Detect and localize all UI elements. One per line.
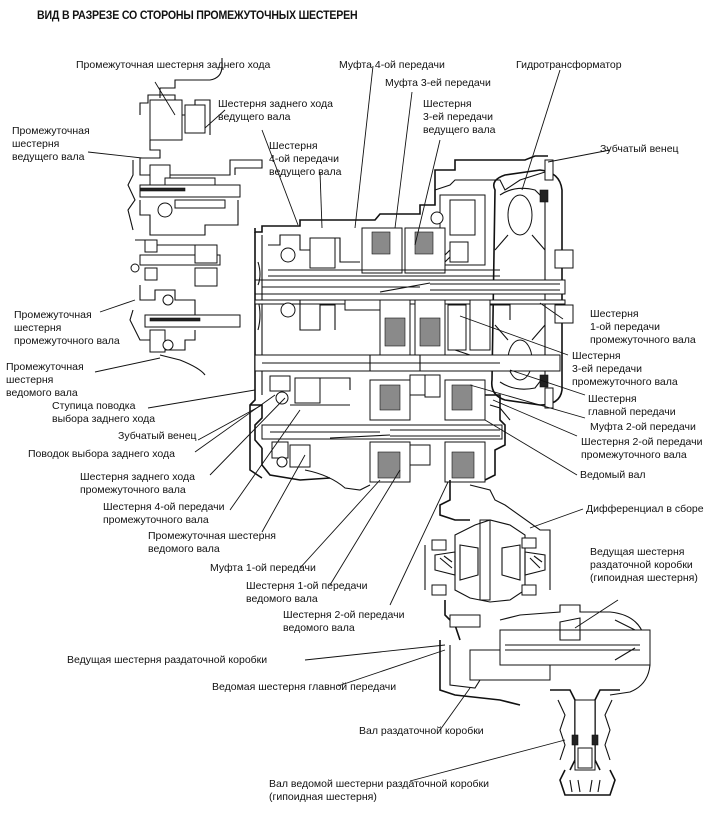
label-transfer-driven-gear-shaft: Вал ведомой шестерни раздаточной коробки… (269, 778, 490, 803)
label-secondary-idler-gear-2: Промежуточная шестерня ведомого вала (148, 530, 276, 555)
label-reverse-selector-hub: Ступица поводка выбора заднего хода (52, 400, 156, 425)
label-secondary-shaft: Ведомый вал (580, 469, 646, 481)
label-clutch-3rd: Муфта 3-ей передачи (385, 77, 491, 89)
label-secondary-2nd-gear: Шестерня 2-ой передачи ведомого вала (283, 609, 405, 634)
differential-transfer (424, 480, 651, 796)
label-ring-gear-left: Зубчатый венец (118, 430, 197, 442)
label-reverse-selector: Поводок выбора заднего хода (28, 448, 175, 460)
leader-lines (87, 65, 619, 782)
label-clutch-4th: Муфта 4-ой передачи (339, 59, 445, 71)
label-clutch-1st: Муфта 1-ой передачи (210, 562, 316, 574)
main-housing (249, 155, 574, 491)
label-mainshaft-3rd-gear: Шестерня 3-ей передачи ведущего вала (423, 98, 496, 136)
label-countershaft-3rd-gear: Шестерня 3-ей передачи промежуточного ва… (572, 350, 678, 388)
label-countershaft-1st-gear: Шестерня 1-ой передачи промежуточного ва… (590, 308, 696, 346)
diagram-title: ВИД В РАЗРЕЗЕ СО СТОРОНЫ ПРОМЕЖУТОЧНЫХ Ш… (37, 10, 358, 22)
label-differential-assembly: Дифференциал в сборе (586, 503, 704, 515)
label-final-driven-gear: Ведомая шестерня главной передачи (212, 681, 397, 693)
label-mainshaft-reverse-gear: Шестерня заднего хода ведущего вала (218, 98, 333, 123)
label-countershaft-4th-gear: Шестерня 4-ой передачи промежуточного ва… (103, 501, 225, 526)
label-reverse-idler-gear: Промежуточная шестерня заднего хода (76, 59, 271, 71)
label-torque-converter: Гидротрансформатор (516, 59, 622, 71)
label-transfer-drive-gear-hypoid: Ведущая шестерня раздаточной коробки (ги… (590, 546, 698, 584)
label-transfer-shaft: Вал раздаточной коробки (359, 725, 484, 737)
label-mainshaft-idler-gear: Промежуточная шестерня ведущего вала (12, 125, 90, 163)
label-final-drive-gear: Шестерня главной передачи (588, 393, 676, 418)
label-mainshaft-4th-gear: Шестерня 4-ой передачи ведущего вала (269, 140, 342, 178)
label-countershaft-2nd-gear: Шестерня 2-ой передачи промежуточного ва… (581, 436, 703, 461)
label-secondary-idler-gear: Промежуточная шестерня ведомого вала (6, 361, 84, 399)
label-countershaft-reverse-gear: Шестерня заднего хода промежуточного вал… (80, 471, 195, 496)
label-transfer-drive-gear: Ведущая шестерня раздаточной коробки (67, 654, 268, 666)
idler-gear-stack (127, 58, 263, 376)
label-secondary-1st-gear: Шестерня 1-ой передачи ведомого вала (246, 580, 368, 605)
label-clutch-2nd: Муфта 2-ой передачи (590, 421, 696, 433)
label-countershaft-idler-gear: Промежуточная шестерня промежуточного ва… (14, 309, 120, 347)
label-ring-gear-top: Зубчатый венец (600, 143, 679, 155)
